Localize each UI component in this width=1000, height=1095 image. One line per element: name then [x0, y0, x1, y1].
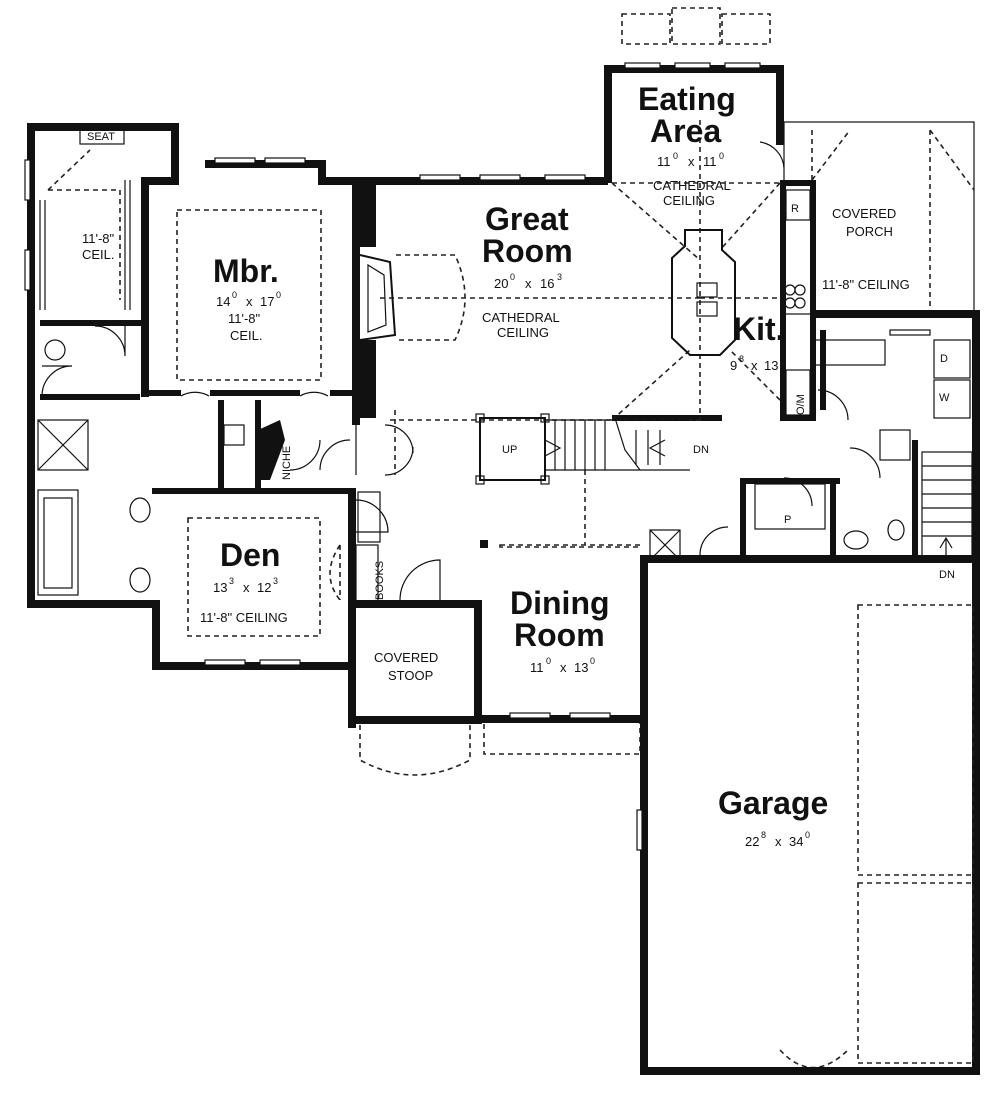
mbr-dim-h: 17	[260, 294, 274, 309]
den-dim-w: 13	[213, 580, 227, 595]
eating-area-title-line1: Eating	[638, 81, 736, 117]
bath-note-line1: 11'-8"	[82, 231, 115, 246]
garage-dim-w: 22	[745, 834, 759, 849]
dining-dim-h: 13	[574, 660, 588, 675]
stairs	[475, 413, 690, 548]
room-kitchen: Kit. 9 8 x 13 3	[730, 311, 786, 373]
refrigerator-label: R	[791, 203, 799, 215]
dryer-label: D	[940, 353, 948, 365]
covered-porch-line2: PORCH	[846, 224, 893, 239]
kitchen-dim-w-sup: 8	[739, 354, 744, 364]
bookshelves	[355, 491, 381, 606]
stair-down-label: DN	[693, 444, 709, 456]
room-mbr: Mbr. 14 0 x 17 0 11'-8" CEIL.	[213, 253, 281, 343]
kitchen-title: Kit.	[733, 311, 785, 347]
covered-stoop-line2: STOOP	[388, 668, 433, 683]
room-garage: Garage 22 8 x 34 0	[718, 785, 828, 849]
dining-title-line1: Dining	[510, 585, 610, 621]
eating-area-dim-h: 11	[703, 154, 717, 169]
great-room-dim-x: x	[525, 276, 532, 291]
room-master-bath: SEAT 11'-8" CEIL.	[82, 131, 115, 262]
mbr-note-line1: 11'-8"	[228, 311, 261, 326]
eating-area-dim-h-sup: 0	[719, 151, 724, 161]
mbr-dim-h-sup: 0	[276, 290, 281, 300]
den-title: Den	[220, 537, 280, 573]
great-room-note-line1: CATHEDRAL	[482, 310, 560, 325]
mbr-dim-w: 14	[216, 294, 230, 309]
dining-dim-h-sup: 0	[590, 656, 595, 666]
fireplace	[359, 254, 397, 341]
bath-seat-label: SEAT	[87, 131, 115, 143]
room-great-room: Great Room 20 0 x 16 3 CATHEDRAL CEILING	[482, 201, 573, 340]
den-dim-w-sup: 3	[229, 576, 234, 586]
mbr-note-line2: CEIL.	[230, 328, 263, 343]
great-room-dim-h: 16	[540, 276, 554, 291]
great-room-note-line2: CEILING	[497, 325, 549, 340]
kitchen-dim-h-sup: 3	[781, 354, 786, 364]
den-dim-x: x	[243, 580, 250, 595]
eating-area-note-line1: CATHEDRAL	[653, 178, 731, 193]
kitchen	[671, 189, 886, 416]
garage-stair-down-label: DN	[939, 569, 955, 581]
garage-dim-w-sup: 8	[761, 830, 766, 840]
dining-dim-w: 11	[530, 660, 544, 675]
kitchen-dim-h: 13	[764, 358, 778, 373]
room-dining: Dining Room 11 0 x 13 0	[510, 585, 610, 675]
eating-area-title-line2: Area	[650, 113, 721, 149]
oven-micro-label: O/M	[795, 394, 807, 415]
kitchen-dim-x: x	[751, 358, 758, 373]
room-eating-area: Eating Area 11 0 x 11 0 CATHEDRAL CEILIN…	[638, 81, 736, 208]
interior-walls	[40, 177, 918, 608]
kitchen-dim-w: 9	[730, 358, 737, 373]
dining-title-line2: Room	[514, 617, 605, 653]
mbr-dim-w-sup: 0	[232, 290, 237, 300]
great-room-title-line1: Great	[485, 201, 569, 237]
mbr-dim-x: x	[246, 294, 253, 309]
covered-porch-line1: COVERED	[832, 206, 896, 221]
den-dim-h-sup: 3	[273, 576, 278, 586]
niche-label: NICHE	[281, 446, 293, 480]
dining-dim-w-sup: 0	[546, 656, 551, 666]
washer-label: W	[939, 392, 950, 404]
master-bath	[37, 127, 285, 596]
great-room-dim-h-sup: 3	[557, 272, 562, 282]
ent-bottom-label: ENT	[364, 383, 376, 405]
great-room-title-line2: Room	[482, 233, 573, 269]
garage-dim-h-sup: 0	[805, 830, 810, 840]
eating-area-dim-w-sup: 0	[673, 151, 678, 161]
stair-up-label: UP	[502, 444, 517, 456]
dining-dim-x: x	[560, 660, 567, 675]
covered-porch-note: 11'-8" CEILING	[822, 277, 910, 292]
garage-dim-h: 34	[789, 834, 803, 849]
den-dim-h: 12	[257, 580, 271, 595]
great-room-dim-w: 20	[494, 276, 508, 291]
books-label: BOOKS	[374, 561, 386, 600]
room-den: Den 13 3 x 12 3 11'-8" CEILING	[200, 537, 288, 625]
great-room-dim-w-sup: 0	[510, 272, 515, 282]
den-note: 11'-8" CEILING	[200, 610, 288, 625]
eating-area-dim-x: x	[688, 154, 695, 169]
mbr-title: Mbr.	[213, 253, 279, 289]
pantry-label: P	[784, 514, 791, 526]
ent-top-label: ENT	[364, 218, 376, 240]
room-covered-porch: COVERED PORCH 11'-8" CEILING	[822, 206, 910, 292]
misc-labels: ENT ENT NICHE BOOKS UP DN DN R O/M P D W	[281, 203, 955, 600]
eating-area-note-line2: CEILING	[663, 193, 715, 208]
eating-area-dim-w: 11	[657, 154, 671, 169]
covered-stoop-line1: COVERED	[374, 650, 438, 665]
room-covered-stoop: COVERED STOOP	[374, 650, 438, 683]
garage-dim-x: x	[775, 834, 782, 849]
garage-title: Garage	[718, 785, 828, 821]
windows	[24, 62, 931, 851]
bath-note-line2: CEIL.	[82, 247, 115, 262]
exterior-walls	[27, 65, 980, 1075]
utility-area	[649, 339, 973, 561]
